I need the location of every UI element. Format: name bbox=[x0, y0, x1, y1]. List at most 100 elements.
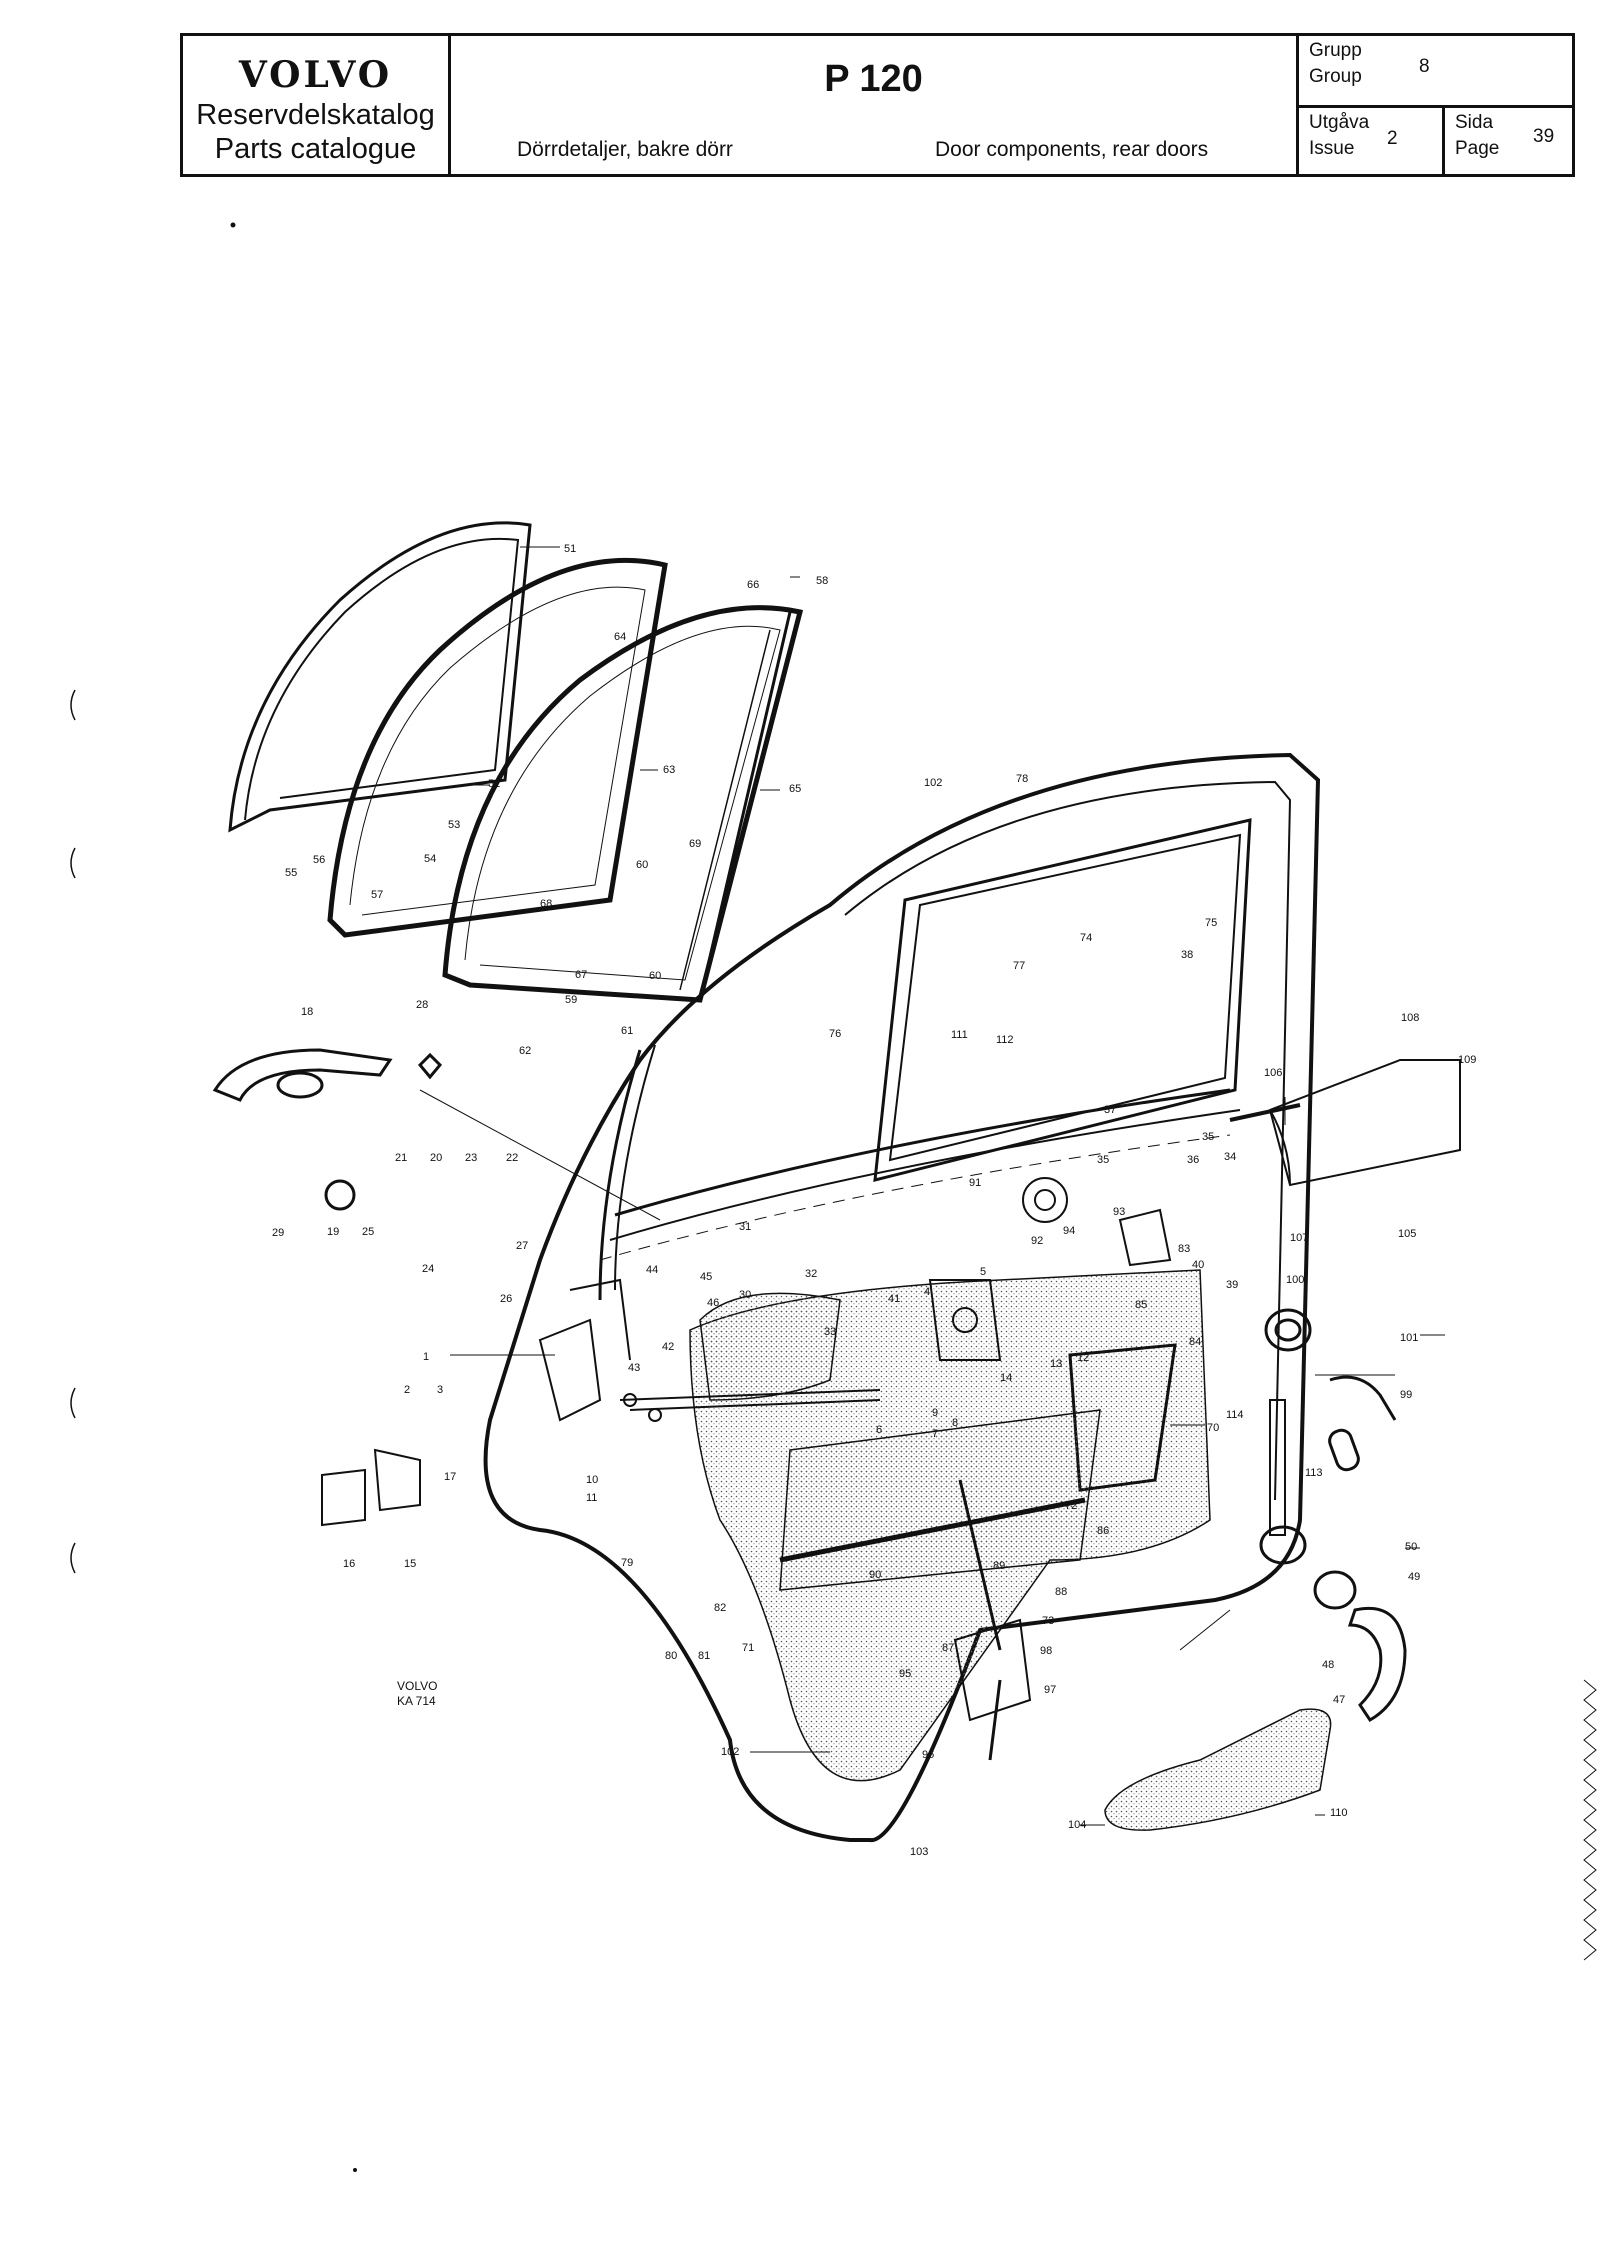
callout: 80 bbox=[665, 1650, 677, 1662]
callout: 32 bbox=[805, 1268, 817, 1280]
lock-assembly bbox=[538, 1278, 662, 1422]
callout: 20 bbox=[430, 1152, 442, 1164]
callout: 77 bbox=[1013, 960, 1025, 972]
callout: 35 bbox=[1097, 1154, 1109, 1166]
pull-handle bbox=[212, 1048, 443, 1211]
callout: 65 bbox=[789, 783, 801, 795]
callout: 63 bbox=[663, 764, 675, 776]
callout: 8 bbox=[952, 1417, 958, 1429]
callout: 74 bbox=[1080, 932, 1092, 944]
callout: 69 bbox=[689, 838, 701, 850]
callout: 56 bbox=[313, 854, 325, 866]
callout: 37 bbox=[1104, 1104, 1116, 1116]
callout: 11 bbox=[586, 1492, 597, 1504]
callout: 109 bbox=[1458, 1054, 1476, 1066]
callout: 70 bbox=[1207, 1422, 1219, 1434]
callout: 106 bbox=[1264, 1067, 1282, 1079]
callout: 99 bbox=[1400, 1389, 1412, 1401]
callout: 52 bbox=[488, 778, 500, 790]
callout: 46 bbox=[707, 1297, 719, 1309]
callout: 34 bbox=[1224, 1151, 1236, 1163]
callout: 97 bbox=[1044, 1684, 1056, 1696]
callout: 92 bbox=[1031, 1235, 1043, 1247]
title-block: VOLVO Reservdelskatalog Parts catalogue … bbox=[180, 33, 1575, 177]
margin-marks bbox=[70, 689, 76, 1574]
callout: 21 bbox=[395, 1152, 407, 1164]
callout: 68 bbox=[540, 898, 552, 910]
description-en: Door components, rear doors bbox=[935, 138, 1209, 161]
callout: 48 bbox=[1322, 1659, 1334, 1671]
callout: 13 bbox=[1050, 1358, 1062, 1370]
drawing-stamp-line1: VOLVO bbox=[397, 1679, 437, 1693]
callout: 75 bbox=[1205, 917, 1217, 929]
callout: 112 bbox=[996, 1034, 1014, 1046]
callout: 38 bbox=[1181, 949, 1193, 961]
callout: 81 bbox=[698, 1650, 710, 1662]
callout: 31 bbox=[739, 1221, 751, 1233]
armrest-pad bbox=[1104, 1399, 1332, 1831]
callout: 102 bbox=[924, 777, 942, 789]
callout: 57 bbox=[371, 889, 383, 901]
callout: 12 bbox=[1077, 1352, 1089, 1364]
callout: 29 bbox=[272, 1227, 284, 1239]
callout: 36 bbox=[1187, 1154, 1199, 1166]
speck bbox=[230, 222, 236, 228]
callout: 91 bbox=[969, 1177, 981, 1189]
window-crank bbox=[1264, 1308, 1397, 1472]
callout: 108 bbox=[1401, 1012, 1419, 1024]
callout: 27 bbox=[516, 1240, 528, 1252]
callout: 51 bbox=[564, 543, 576, 555]
callout: 26 bbox=[500, 1293, 512, 1305]
armrest-cover bbox=[1229, 1059, 1461, 1187]
page-label-sv: Sida bbox=[1455, 112, 1494, 133]
callout: 24 bbox=[422, 1263, 434, 1275]
callout: 104 bbox=[1068, 1819, 1086, 1831]
callout: 4 bbox=[924, 1286, 930, 1298]
group-label-en: Group bbox=[1309, 66, 1362, 87]
callout: 60 bbox=[636, 859, 648, 871]
callout: 55 bbox=[285, 867, 297, 879]
brand-cell: VOLVO Reservdelskatalog Parts catalogue bbox=[183, 36, 451, 174]
callout: 54 bbox=[424, 853, 436, 865]
callout: 93 bbox=[1113, 1206, 1125, 1218]
inner-door-handle bbox=[1259, 1525, 1407, 1722]
page-label-en: Page bbox=[1455, 138, 1500, 159]
callout: 30 bbox=[739, 1289, 751, 1301]
callout: 6 bbox=[876, 1424, 882, 1436]
callout: 22 bbox=[506, 1152, 518, 1164]
callout: 67 bbox=[575, 969, 587, 981]
callout: 28 bbox=[416, 999, 428, 1011]
callout: 42 bbox=[662, 1341, 674, 1353]
drawing-stamp-line2: KA 714 bbox=[397, 1694, 436, 1708]
callout: 1 bbox=[423, 1351, 429, 1363]
issue-cell: Utgåva Issue 2 bbox=[1299, 108, 1445, 174]
callout: 101 bbox=[1400, 1332, 1418, 1344]
group-value: 8 bbox=[1419, 56, 1430, 77]
callout: 9 bbox=[932, 1407, 938, 1419]
callout: 94 bbox=[1063, 1225, 1075, 1237]
callout: 7 bbox=[932, 1428, 938, 1440]
callout: 59 bbox=[565, 994, 577, 1006]
callout: 103 bbox=[910, 1846, 928, 1858]
callout: 25 bbox=[362, 1226, 374, 1238]
window-regulator bbox=[619, 1177, 1172, 1761]
callout: 16 bbox=[343, 1558, 355, 1570]
callout: 78 bbox=[1016, 773, 1028, 785]
callout: 83 bbox=[1178, 1243, 1190, 1255]
page-value: 39 bbox=[1533, 126, 1555, 147]
perforation-edge bbox=[1583, 1679, 1597, 1961]
callout: 18 bbox=[301, 1006, 313, 1018]
callout: 96 bbox=[922, 1749, 934, 1761]
callout-labels: 1 2 3 4 5 6 7 8 9 10 11 12 13 14 15 16 1… bbox=[272, 543, 1476, 1858]
volvo-logo: VOLVO bbox=[238, 54, 393, 96]
callout: 10 bbox=[586, 1474, 598, 1486]
callout: 105 bbox=[1398, 1228, 1416, 1240]
callout: 90 bbox=[869, 1569, 881, 1581]
callout: 39 bbox=[1226, 1279, 1238, 1291]
callout: 64 bbox=[614, 631, 626, 643]
callout: 17 bbox=[444, 1471, 456, 1483]
callout: 44 bbox=[646, 1264, 658, 1276]
page-cell: Sida Page 39 bbox=[1445, 108, 1572, 174]
callout: 89 bbox=[993, 1560, 1005, 1572]
issue-value: 2 bbox=[1387, 128, 1398, 149]
